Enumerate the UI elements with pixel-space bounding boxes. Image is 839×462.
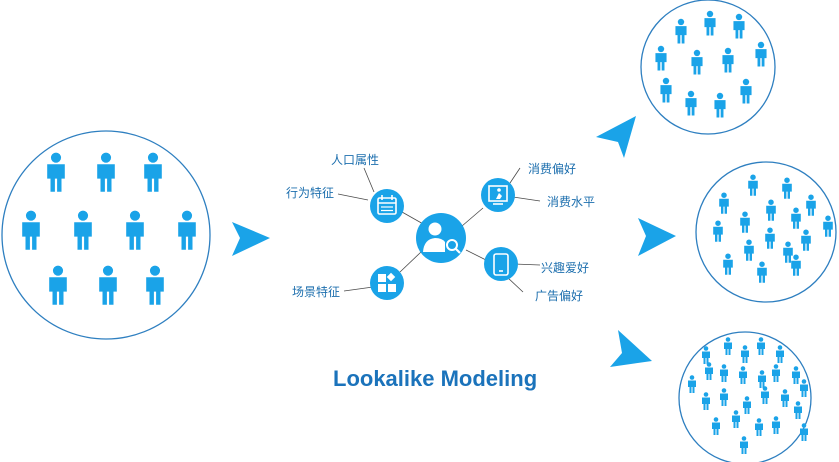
- person-icon: [713, 220, 723, 242]
- person-icon: [146, 265, 164, 305]
- person-icon: [755, 41, 767, 67]
- person-icon: [47, 152, 65, 192]
- person-icon: [99, 265, 117, 305]
- person-icon: [741, 345, 749, 363]
- arrows: [232, 116, 676, 367]
- expanded-audience-2: [695, 161, 837, 303]
- person-icon: [800, 423, 808, 441]
- person-icon: [758, 370, 766, 388]
- person-icon: [126, 210, 144, 250]
- mobile-phone-icon: [484, 247, 518, 281]
- diagram-title: Lookalike Modeling: [333, 366, 537, 391]
- shopping-icon: [481, 178, 515, 212]
- person-icon: [740, 78, 752, 104]
- person-icon: [791, 254, 801, 276]
- person-icon: [97, 152, 115, 192]
- person-icon: [719, 192, 729, 214]
- person-icon: [74, 210, 92, 250]
- label-ad-pref: 广告偏好: [535, 288, 583, 303]
- person-icon: [765, 227, 775, 249]
- person-icon: [178, 210, 196, 250]
- seed-people: [22, 152, 196, 305]
- seed-audience-group: [1, 130, 211, 340]
- person-icon: [739, 366, 747, 384]
- label-consumption-pref: 消费偏好: [528, 161, 576, 176]
- person-icon: [702, 346, 710, 364]
- person-icon: [732, 410, 740, 428]
- person-icon: [720, 388, 728, 406]
- arrow-seed-to-model: [232, 222, 270, 256]
- seed-audience-circle: [1, 130, 211, 340]
- person-icon: [704, 10, 716, 36]
- person-icon: [22, 210, 40, 250]
- person-icon: [685, 90, 697, 116]
- person-icon: [792, 366, 800, 384]
- person-icon: [733, 13, 745, 39]
- person-icon: [714, 92, 726, 118]
- label-consumption-level: 消费水平: [547, 195, 595, 209]
- person-icon: [782, 177, 792, 199]
- person-icon: [766, 199, 776, 221]
- label-behavior: 行为特征: [286, 185, 334, 200]
- person-icon: [740, 436, 748, 454]
- person-icon: [761, 386, 769, 404]
- person-icon: [755, 418, 763, 436]
- feature-network: 人口属性 行为特征 场景特征 消费偏好 消费水平 兴趣爱好 广告偏好: [286, 153, 595, 303]
- person-icon: [791, 207, 801, 229]
- label-scenario: 场景特征: [292, 284, 340, 299]
- person-icon: [781, 389, 789, 407]
- person-icon: [724, 337, 732, 355]
- person-icon: [655, 45, 667, 71]
- expanded-audience-3: [678, 331, 812, 462]
- person-icon: [744, 239, 754, 261]
- person-icon: [757, 337, 765, 355]
- person-icon: [806, 194, 816, 216]
- person-icon: [49, 265, 67, 305]
- arrow-to-audience-3: [610, 330, 652, 367]
- arrow-to-audience-2: [638, 218, 676, 256]
- label-demographics: 人口属性: [331, 153, 379, 167]
- person-icon: [783, 241, 793, 263]
- person-icon: [144, 152, 162, 192]
- person-icon: [743, 396, 751, 414]
- person-icon: [823, 215, 833, 237]
- person-icon: [722, 47, 734, 73]
- grid-icon: [370, 266, 404, 300]
- person-icon: [691, 49, 703, 75]
- calendar-icon: [370, 189, 404, 223]
- person-icon: [660, 77, 672, 103]
- user-search-icon: [416, 213, 466, 263]
- person-icon: [702, 392, 710, 410]
- person-icon: [772, 416, 780, 434]
- person-icon: [705, 362, 713, 380]
- label-interests: 兴趣爱好: [541, 260, 589, 275]
- person-icon: [776, 345, 784, 363]
- person-icon: [675, 18, 687, 44]
- connector-lines: [337, 167, 541, 293]
- person-icon: [723, 253, 733, 275]
- person-icon: [801, 229, 811, 251]
- person-icon: [757, 261, 767, 283]
- person-icon: [794, 401, 802, 419]
- person-icon: [748, 174, 758, 196]
- person-icon: [720, 364, 728, 382]
- arrow-to-audience-1: [596, 116, 636, 158]
- person-icon: [712, 417, 720, 435]
- person-icon: [740, 211, 750, 233]
- expanded-audience-1: [640, 0, 776, 135]
- person-icon: [688, 375, 696, 393]
- person-icon: [800, 379, 808, 397]
- person-icon: [772, 364, 780, 382]
